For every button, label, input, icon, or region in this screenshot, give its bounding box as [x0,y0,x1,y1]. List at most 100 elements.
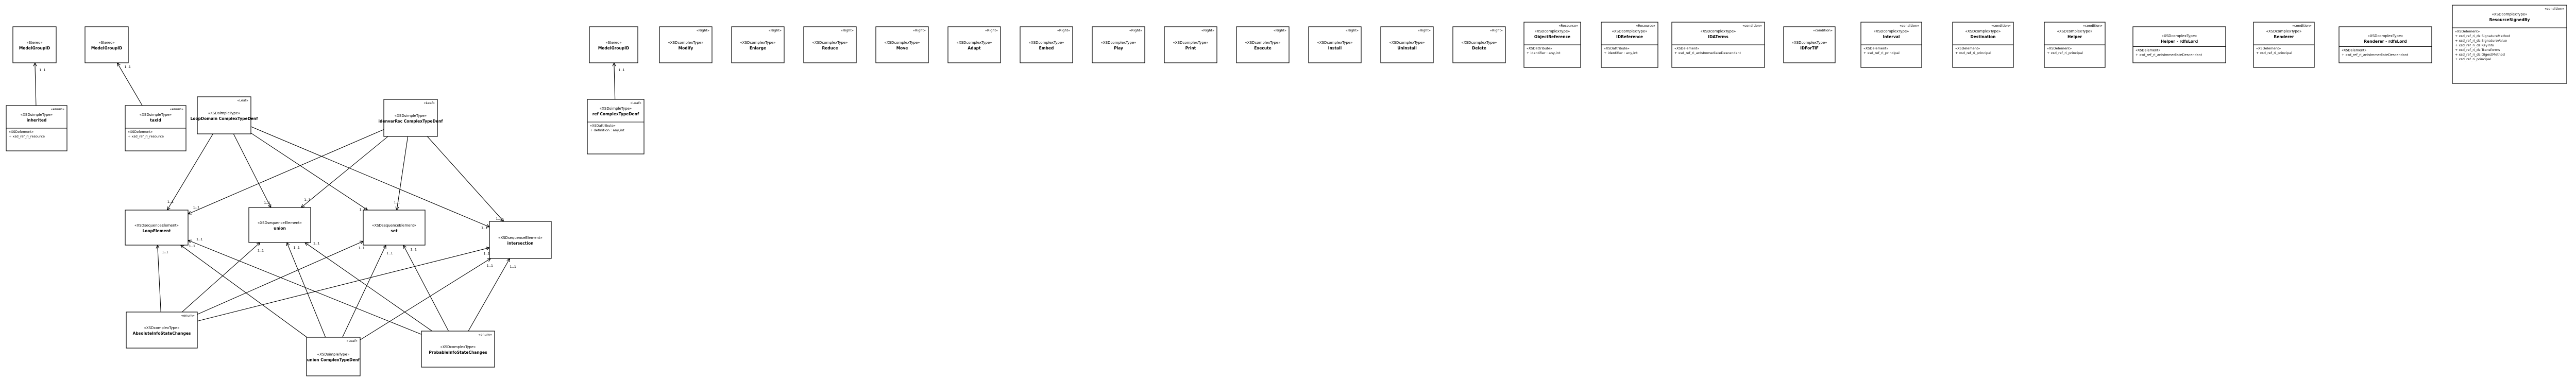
class-tag: «Leaf» [237,98,248,102]
class-name: Enlarge [750,46,766,50]
class-box-a4[interactable]: «Right»«XSDcomplexType»Move [875,26,929,63]
compartment-stereotype: «XSDelement» [9,130,33,134]
class-name: union ComplexTypeDenf [307,358,360,362]
association-line [427,136,504,222]
compartment-stereotype: «XSDelement» [2136,48,2160,53]
class-box-ms1[interactable]: «Stereo»ModelGroupID [12,26,57,63]
association-line [181,242,261,313]
class-member: + definition : any,int [590,128,624,132]
class-name: Destination [1971,34,1996,39]
class-member: + identifier : any,int [1604,51,1638,55]
association-line [304,242,433,332]
class-box-pro[interactable]: «enum»«XSDcomplexType»ProbableInfoStateC… [421,331,495,368]
class-box-a12[interactable]: «Right»«XSDcomplexType»Delete [1452,26,1506,63]
class-box-r2[interactable]: «Resource»«XSDcomplexType»IDReference«XS… [1601,22,1658,68]
class-stereotype: «XSDcomplexType» [2266,29,2302,33]
class-box-un[interactable]: «XSDsequenceElement»union [248,207,311,243]
class-stereotype: «XSDcomplexType» [812,41,848,45]
class-box-r1[interactable]: «Resource»«XSDcomplexType»ObjectReferenc… [1523,22,1581,68]
class-stereotype: «XSDcomplexType» [1101,41,1137,45]
class-stereotype: «XSDsimpleType» [317,353,349,357]
class-box-ms3[interactable]: «Stereo»ModelGroupID [589,26,638,63]
class-box-set[interactable]: «XSDsequenceElement»set [363,210,426,246]
class-box-a7[interactable]: «Right» «XSDcomplexType»Play [1092,26,1145,63]
association-line [250,132,368,211]
class-name: Play [1114,46,1123,50]
association-line [35,62,37,106]
class-tag: «Right» [841,28,854,32]
class-name: LoopDomain ComplexTypeDenf [190,116,258,121]
class-box-frame [421,331,495,368]
class-name: Install [1328,46,1342,50]
class-tag: «Right» [1057,28,1070,32]
class-name: IDATerms [1708,34,1728,39]
class-name: IDReference [1616,34,1643,39]
association-line [286,242,326,338]
class-box-c5[interactable]: «condition»«XSDcomplexType»Helper«XSDele… [2044,22,2106,68]
class-stereotype: «XSDcomplexType» [1535,29,1570,33]
class-member: + xsd_ref_ri_ds:SignatureMethod [2455,34,2510,38]
class-stereotype: «XSDcomplexType» [740,41,776,45]
class-tag: «Right» [1129,28,1142,32]
class-stereotype: «XSDcomplexType» [2492,12,2528,16]
class-member: + xsd_ref_ri_anIsImmediateDescendant [2342,53,2409,57]
association-line [117,62,143,106]
class-box-tkd[interactable]: «enum»«XSDsimpleType»taxId«XSDelement»+ … [125,105,187,151]
class-box-rct[interactable]: «Leaf»«XSDsimpleType»ref ComplexTypeDenf… [587,99,645,154]
compartment-stereotype: «XSDelement» [1955,46,1980,50]
association-line [157,245,161,313]
class-box-c3[interactable]: «condition»«XSDcomplexType»Interval«XSDe… [1860,22,1922,68]
class-box-a1[interactable]: «Right»«XSDcomplexType»Modify [659,26,713,63]
class-box-app[interactable]: «enum»«XSDcomplexType»AbsoluteInfoStateC… [126,312,198,349]
class-box-a2[interactable]: «Right»«XSDcomplexType»Enlarge [731,26,785,63]
class-box-c4[interactable]: «condition»«XSDcomplexType»Destination«X… [1952,22,2014,68]
class-name: Adapt [968,46,981,50]
class-box-a9[interactable]: «Right»«XSDcomplexType»Execute [1236,26,1290,63]
association-line [188,129,384,215]
class-box-inh[interactable]: «enum»«XSDsimpleType»inherited«XSDelemen… [6,105,67,151]
compartment-stereotype: «XSDattribute» [1604,46,1630,50]
class-stereotype: «Stereo» [605,41,621,45]
class-member: + identifier : any,int [1527,51,1561,55]
multiplicity-label: 1..1 [487,264,493,268]
class-box-a8[interactable]: «Right»«XSDcomplexType»Print [1164,26,1217,63]
class-box-c6[interactable]: «XSDcomplexType»Helper - rdfsLord«XSDele… [2132,26,2226,63]
class-box-a10[interactable]: «Right»«XSDcomplexType»Install [1308,26,1362,63]
multiplicity-label: 1..1 [196,237,202,241]
class-tag: «condition» [2083,24,2103,28]
multiplicity-label: 1..1 [394,200,400,204]
class-box-a3[interactable]: «Right»«XSDcomplexType»Reduce [803,26,857,63]
class-box-uct[interactable]: «Leaf»«XSDsimpleType»union ComplexTypeDe… [306,337,361,376]
class-box-frame [731,26,785,63]
class-box-c8[interactable]: «XSDcomplexType»Renderer - rdfsLord«XSDe… [2338,26,2432,63]
class-box-frame [587,99,645,154]
class-name: Renderer - rdfsLord [2364,39,2406,44]
class-box-td[interactable]: «Leaf»«XSDsimpleType»idenvarRsc ComplexT… [378,99,443,137]
class-box-le[interactable]: «XSDsequenceElement»LoopElement [125,210,189,246]
multiplicity-label: 1..1 [264,201,270,205]
class-stereotype: «XSDcomplexType» [144,326,180,330]
class-box-ins[interactable]: «XSDsequenceElement»intersection [489,221,552,259]
class-name: ProbableInfoStateChanges [429,350,487,355]
compartment-stereotype: «XSDattribute» [1527,46,1552,50]
class-box-a5[interactable]: «Right»«XSDcomplexType»Adapt [947,26,1001,63]
class-box-ld[interactable]: «Leaf»«XSDsimpleType»LoopDomain ComplexT… [190,96,258,134]
class-stereotype: «XSDcomplexType» [440,345,476,349]
class-member: + xsd_ref_ri_principal [2256,51,2292,55]
class-box-frame [197,96,251,134]
class-stereotype: «XSDcomplexType» [1792,41,1827,45]
class-box-a6[interactable]: «Right»«XSDcomplexType»Embed [1020,26,1073,63]
compartment-stereotype: «XSDelement» [2047,46,2072,50]
class-tag: «condition» [2292,24,2312,28]
class-box-c9[interactable]: «condition»«XSDcomplexType»ResourceSigne… [2452,5,2567,84]
class-stereotype: «XSDsimpleType» [600,107,632,111]
class-box-ms2[interactable]: «Stereo»ModelGroupID [84,26,129,63]
class-box-c2[interactable]: «condition»«XSDcomplexType»IDForTIF [1783,26,1836,63]
class-box-a11[interactable]: «Right»«XSDcomplexType»Uninstall [1380,26,1434,63]
class-name: union [274,226,286,231]
class-stereotype: «XSDcomplexType» [1965,29,2001,33]
class-box-c1[interactable]: «condition»«XSDcomplexType»IDATerms«XSDe… [1671,22,1765,68]
class-box-c7[interactable]: «condition»«XSDcomplexType»Renderer«XSDe… [2253,22,2315,68]
association-line [342,245,386,338]
